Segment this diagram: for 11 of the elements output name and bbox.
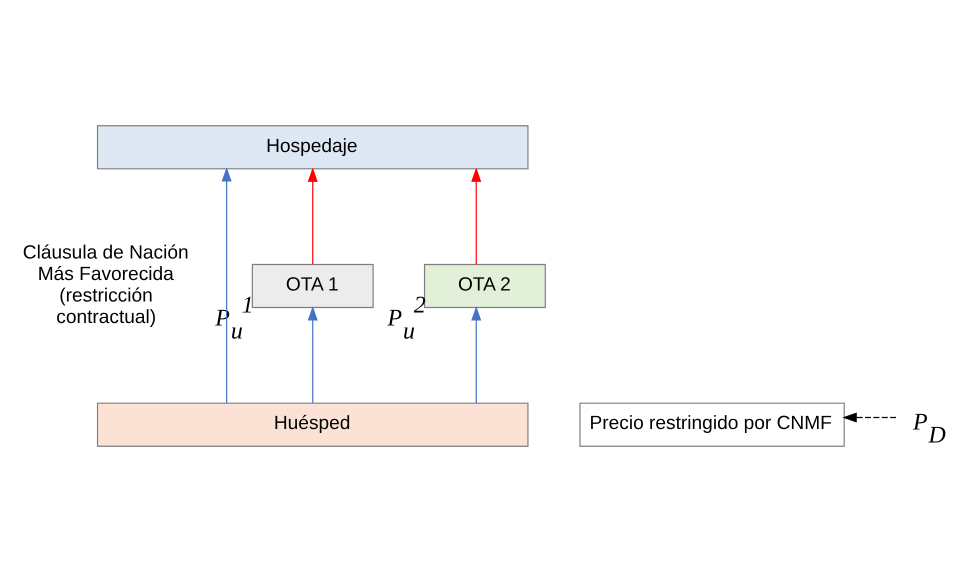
node-box: Hospedaje xyxy=(96,124,529,169)
node-box: OTA 1 xyxy=(252,263,374,308)
arrow xyxy=(308,166,318,264)
node-box: Precio restringido por CNMF xyxy=(579,402,845,446)
node-box: Huésped xyxy=(96,402,529,446)
arrow xyxy=(222,166,232,402)
label: Cláusula de Nación Más Favorecida (restricción contractual) xyxy=(22,242,189,328)
arrow xyxy=(471,306,482,403)
arrow xyxy=(842,412,896,422)
arrow xyxy=(471,166,482,264)
arrow xyxy=(308,306,318,403)
